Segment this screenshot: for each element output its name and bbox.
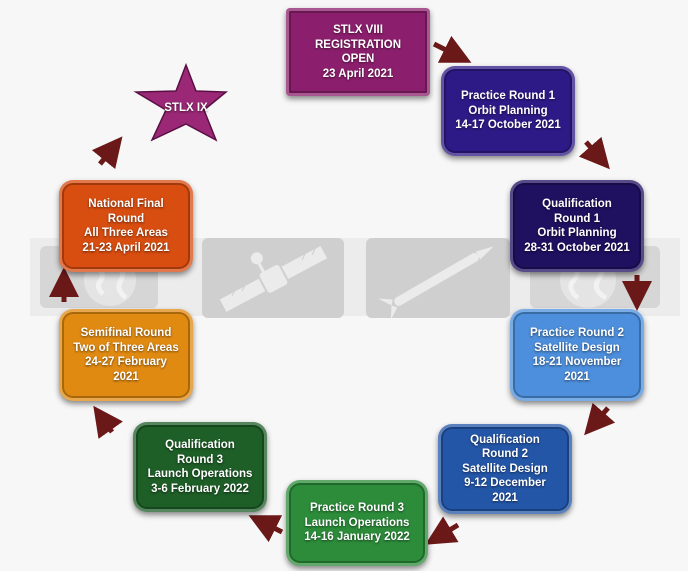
box-line: 2021 bbox=[113, 370, 139, 383]
national-final-round-box: National Final Round All Three Areas 21-… bbox=[59, 180, 193, 272]
practice-round-3-box: Practice Round 3 Launch Operations 14-16… bbox=[286, 480, 428, 566]
box-line: 23 April 2021 bbox=[322, 67, 394, 80]
arrow-practice2-to-qual2 bbox=[584, 402, 616, 436]
box-line: Round bbox=[107, 212, 145, 225]
box-line: STLX VIII bbox=[333, 24, 383, 36]
box-line: Qualification bbox=[165, 439, 235, 451]
star-shape bbox=[133, 62, 229, 142]
box-line: 2021 bbox=[564, 370, 590, 383]
box-line: 2021 bbox=[492, 491, 518, 504]
box-line: Launch Operations bbox=[304, 516, 410, 529]
arrow-registration-to-practice1 bbox=[432, 35, 472, 63]
box-line: Round 3 bbox=[177, 453, 223, 466]
registration-box: STLX VIII REGISTRATION OPEN 23 April 202… bbox=[286, 8, 430, 96]
arrow-qual3-to-semifinal bbox=[93, 405, 123, 439]
box-line: Practice Round 3 bbox=[310, 502, 404, 515]
semifinal-round-box: Semifinal Round Two of Three Areas 24-27… bbox=[59, 309, 193, 401]
box-line: 14-17 October 2021 bbox=[455, 119, 561, 132]
box-line: 9-12 December bbox=[464, 477, 546, 490]
box-line: 3-6 February 2022 bbox=[151, 482, 249, 495]
practice-round-1-box: Practice Round 1 Orbit Planning 14-17 Oc… bbox=[441, 66, 575, 156]
box-line: Launch Operations bbox=[147, 468, 253, 480]
box-line: Satellite Design bbox=[462, 462, 548, 475]
box-line: Satellite Design bbox=[534, 341, 620, 354]
box-line: Semifinal Round bbox=[80, 327, 172, 339]
box-line: OPEN bbox=[341, 53, 375, 65]
box-line: 24-27 February bbox=[85, 356, 167, 368]
box-line: National Final bbox=[88, 198, 164, 210]
box-line: Round 1 bbox=[554, 212, 600, 225]
box-line: 18-21 November bbox=[532, 356, 622, 368]
box-line: Orbit Planning bbox=[468, 104, 548, 117]
box-line: Qualification bbox=[470, 433, 540, 446]
box-line: Two of Three Areas bbox=[73, 341, 179, 354]
practice-round-2-box: Practice Round 2 Satellite Design 18-21 … bbox=[510, 309, 644, 401]
box-line: All Three Areas bbox=[84, 227, 168, 239]
box-line: Practice Round 2 bbox=[530, 327, 624, 339]
box-line: 21-23 April 2021 bbox=[82, 241, 170, 254]
arrow-practice3-to-qual3 bbox=[248, 515, 284, 543]
arrow-national-to-star bbox=[91, 136, 123, 170]
qualification-round-3-box: Qualification Round 3 Launch Operations … bbox=[133, 422, 267, 512]
box-line: REGISTRATION bbox=[314, 38, 402, 51]
box-line: Qualification bbox=[542, 198, 612, 210]
rocket-icon bbox=[366, 238, 510, 321]
star-label: STLX IX bbox=[164, 102, 208, 114]
box-line: 28-31 October 2021 bbox=[524, 241, 630, 254]
box-line: 14-16 January 2022 bbox=[304, 531, 410, 544]
satellite-icon bbox=[202, 238, 344, 318]
arrow-qual2-to-practice3 bbox=[425, 516, 460, 545]
box-line: Practice Round 1 bbox=[461, 90, 555, 103]
box-line: Round 2 bbox=[482, 448, 528, 461]
box-line: Orbit Planning bbox=[537, 227, 617, 239]
arrow-practice1-to-qual1 bbox=[578, 136, 610, 170]
qualification-round-2-box: Qualification Round 2 Satellite Design 9… bbox=[438, 424, 572, 514]
qualification-round-1-box: Qualification Round 1 Orbit Planning 28-… bbox=[510, 180, 644, 272]
